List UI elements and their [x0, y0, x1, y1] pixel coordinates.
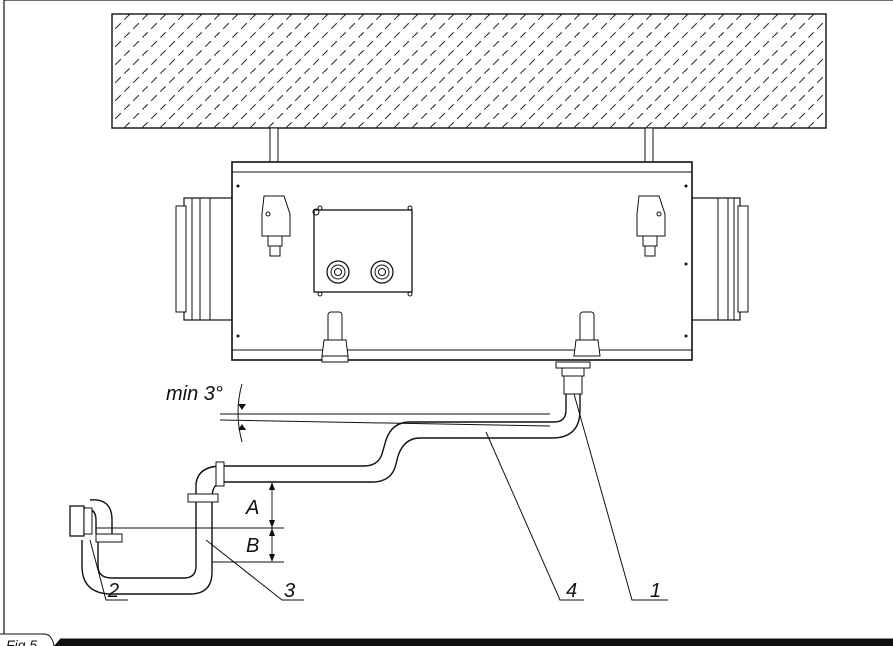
drain-outlet-fitting — [555, 361, 591, 395]
callout-3: 3 — [284, 580, 295, 602]
dimension-b-label: B — [246, 535, 259, 557]
callout-4: 4 — [566, 580, 577, 602]
duct-collar-right — [691, 197, 749, 321]
dimension-a-label: A — [245, 497, 259, 519]
trap-fitting-upper — [187, 461, 225, 503]
cable-gland-left — [326, 260, 350, 284]
slope-indicator — [219, 383, 551, 443]
cable-gland-right — [370, 260, 394, 284]
drain-connector — [69, 505, 93, 537]
callout-leaders — [89, 393, 668, 601]
latch-left — [321, 311, 349, 363]
ceiling-slab — [111, 13, 827, 129]
slope-label: min 3° — [166, 383, 223, 405]
ventilation-unit-body — [231, 161, 693, 361]
siphon-trap — [81, 499, 213, 595]
control-panel — [312, 205, 413, 297]
mounting-bracket-left — [261, 195, 291, 257]
mounting-bracket-right — [636, 195, 666, 257]
callout-1: 1 — [650, 580, 661, 602]
duct-collar-left — [175, 197, 233, 321]
figure-tab — [0, 633, 893, 646]
figure-caption: Fig.5 — [6, 637, 37, 646]
latch-right — [573, 311, 601, 357]
callout-2: 2 — [107, 580, 119, 602]
dimension-lines — [96, 481, 284, 563]
drawing-frame — [3, 0, 893, 634]
